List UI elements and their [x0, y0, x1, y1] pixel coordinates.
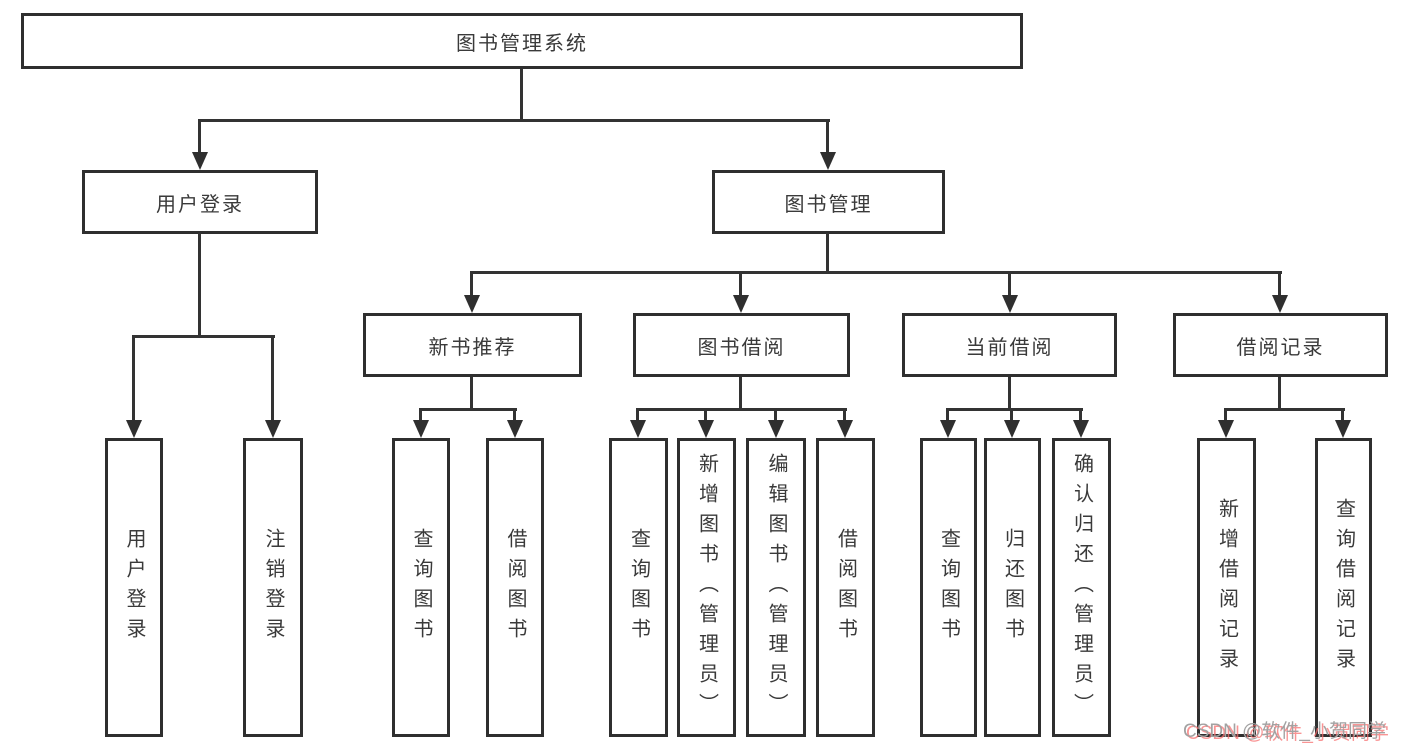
leaf-confirm-return-admin-label: 确认归还（管理员）	[1070, 452, 1093, 723]
connector-stem-current-borrow	[1008, 271, 1011, 299]
arrow-down-current-borrow	[1002, 295, 1018, 313]
connector-stem-book-borrow	[739, 271, 742, 299]
connector-new-book-recommend-stem	[470, 377, 473, 408]
leaf-add-borrow-record-label: 新增借阅记录	[1215, 497, 1238, 678]
node-current-borrow-label: 当前借阅	[965, 336, 1054, 359]
connector-stem-add-book-admin	[704, 408, 707, 424]
connector-stem-add-borrow-record	[1224, 408, 1227, 424]
arrow-down-query-books-current	[940, 420, 956, 438]
connector-stem-borrow-records	[1278, 271, 1281, 299]
arrow-down-book-management	[820, 152, 836, 170]
leaf-borrow-books-recommend-label: 借阅图书	[504, 527, 526, 648]
leaf-borrow-books-recommend: 借阅图书	[486, 438, 544, 737]
leaf-add-book-admin: 新增图书（管理员）	[677, 438, 736, 737]
arrow-down-query-books-recommend	[413, 420, 429, 438]
node-user-login: 用户登录	[82, 170, 318, 234]
connector-borrow-records-stem	[1278, 377, 1281, 408]
leaf-user-login: 用户登录	[105, 438, 163, 737]
connector-root-split	[198, 119, 830, 122]
leaf-query-books-recommend-label: 查询图书	[410, 527, 432, 648]
connector-user-login-stem	[198, 233, 201, 335]
node-user-login-label: 用户登录	[156, 193, 244, 216]
leaf-query-books-recommend: 查询图书	[392, 438, 450, 737]
leaf-borrow-books-label: 借阅图书	[834, 527, 857, 648]
csdn-watermark: CSDN @软件_小贺同学	[1183, 721, 1386, 742]
connector-stem-new-book-recommend	[470, 271, 473, 299]
arrow-down-add-book-admin	[698, 420, 714, 438]
connector-book-borrow-split	[636, 408, 847, 411]
connector-current-borrow-split	[946, 408, 1083, 411]
arrow-down-borrow-books-recommend	[507, 420, 523, 438]
arrow-down-borrow-books	[837, 420, 853, 438]
connector-stem-user-login	[198, 119, 201, 156]
arrow-down-book-borrow	[733, 295, 749, 313]
node-new-book-recommend: 新书推荐	[363, 313, 582, 377]
node-root: 图书管理系统	[21, 13, 1023, 69]
leaf-edit-book-admin-label: 编辑图书（管理员）	[765, 452, 787, 723]
leaf-confirm-return-admin: 确认归还（管理员）	[1052, 438, 1111, 737]
node-borrow-records: 借阅记录	[1173, 313, 1388, 377]
leaf-logout-label: 注销登录	[262, 527, 284, 648]
arrow-down-confirm-return-admin	[1073, 420, 1089, 438]
arrow-down-add-borrow-record	[1218, 420, 1234, 438]
node-new-book-recommend-label: 新书推荐	[428, 336, 517, 359]
connector-root-stem	[520, 69, 523, 119]
arrow-down-leaf-user-login	[126, 420, 142, 438]
arrow-down-borrow-records	[1272, 295, 1288, 313]
connector-stem-query-borrow-record	[1341, 408, 1344, 424]
connector-new-book-recommend-split	[419, 408, 517, 411]
connector-book-borrow-stem	[739, 377, 742, 408]
arrow-down-leaf-logout	[265, 420, 281, 438]
arrow-down-query-borrow-record	[1335, 420, 1351, 438]
leaf-return-book-label: 归还图书	[1001, 527, 1024, 648]
connector-borrow-records-split	[1224, 408, 1345, 411]
leaf-return-book: 归还图书	[984, 438, 1041, 737]
connector-stem-confirm-return-admin	[1079, 408, 1082, 424]
node-book-borrow: 图书借阅	[633, 313, 850, 377]
node-current-borrow: 当前借阅	[902, 313, 1117, 377]
arrow-down-new-book-recommend	[464, 295, 480, 313]
node-book-management-label: 图书管理	[784, 193, 873, 216]
connector-stem-leaf-logout	[271, 335, 274, 424]
arrow-down-return-book	[1004, 420, 1020, 438]
connector-stem-query-books-recommend	[419, 408, 422, 424]
arrow-down-query-books-borrow	[630, 420, 646, 438]
connector-user-login-split	[132, 335, 275, 338]
leaf-edit-book-admin: 编辑图书（管理员）	[746, 438, 806, 737]
connector-stem-borrow-books	[843, 408, 846, 424]
connector-stem-return-book	[1010, 408, 1013, 424]
leaf-add-book-admin-label: 新增图书（管理员）	[695, 452, 718, 723]
connector-stem-edit-book-admin	[774, 408, 777, 424]
leaf-user-login-label: 用户登录	[123, 527, 145, 648]
node-book-borrow-label: 图书借阅	[697, 336, 786, 359]
node-book-management: 图书管理	[712, 170, 945, 234]
leaf-query-books-current-label: 查询图书	[937, 527, 960, 648]
node-root-label: 图书管理系统	[456, 32, 588, 55]
connector-current-borrow-stem	[1008, 377, 1011, 408]
connector-stem-book-management	[826, 119, 829, 156]
leaf-query-borrow-record-label: 查询借阅记录	[1332, 497, 1355, 678]
connector-stem-query-books-current	[946, 408, 949, 424]
connector-stem-leaf-user-login	[132, 335, 135, 424]
connector-stem-query-books-borrow	[636, 408, 639, 424]
arrow-down-user-login	[192, 152, 208, 170]
arrow-down-edit-book-admin	[768, 420, 784, 438]
leaf-query-books-borrow-label: 查询图书	[627, 527, 650, 648]
connector-book-management-stem	[826, 233, 829, 271]
leaf-add-borrow-record: 新增借阅记录	[1197, 438, 1256, 737]
node-borrow-records-label: 借阅记录	[1236, 336, 1325, 359]
connector-book-management-split	[470, 271, 1282, 274]
leaf-query-books-borrow: 查询图书	[609, 438, 668, 737]
connector-stem-borrow-books-recommend	[513, 408, 516, 424]
leaf-query-books-current: 查询图书	[920, 438, 977, 737]
leaf-logout: 注销登录	[243, 438, 303, 737]
leaf-query-borrow-record: 查询借阅记录	[1315, 438, 1372, 737]
leaf-borrow-books: 借阅图书	[816, 438, 875, 737]
